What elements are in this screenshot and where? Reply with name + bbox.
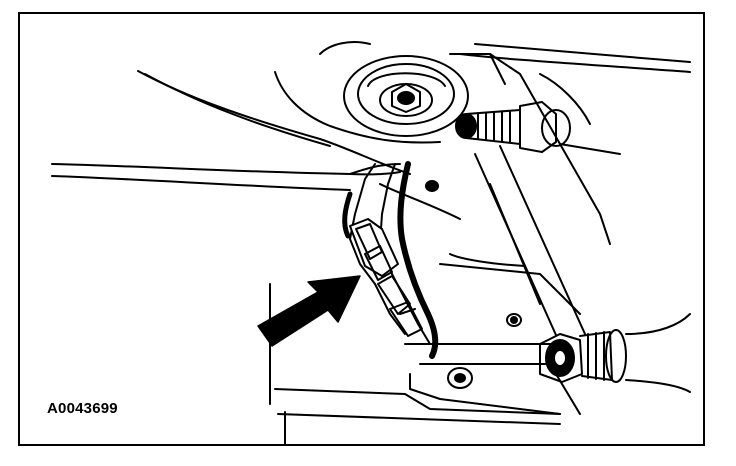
indicator-arrow: [257, 275, 361, 347]
technical-illustration: [51, 41, 691, 444]
upper-mount-bracket: [449, 53, 621, 245]
lower-threaded-bolt: [539, 313, 691, 393]
figure-frame: A0043699: [18, 12, 705, 446]
top-bolt: [343, 55, 469, 137]
figure-id-label: A0043699: [47, 400, 118, 417]
wiring-harness: [342, 161, 439, 359]
sensor-connector: [349, 163, 431, 345]
small-nuts: [425, 180, 522, 389]
upper-panel-lines: [137, 41, 691, 175]
diagonal-strut: [474, 145, 586, 345]
upper-threaded-bolt: [455, 101, 571, 153]
